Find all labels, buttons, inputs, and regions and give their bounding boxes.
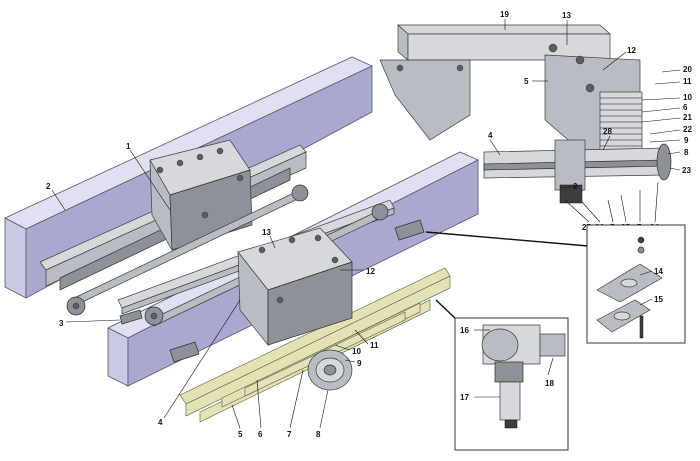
- inset-trunnion: 16 17 18: [435, 299, 569, 451]
- inset-callout-15: 15: [654, 295, 663, 304]
- section-callout-19: 19: [500, 10, 509, 19]
- callout-7: 7: [287, 430, 292, 439]
- rail-pads: [119, 219, 425, 363]
- section-callout-23: 23: [682, 166, 691, 175]
- section-callout-12: 12: [627, 46, 636, 55]
- callout-9: 9: [357, 359, 362, 368]
- callout-6: 6: [258, 430, 263, 439]
- section-callout-21: 21: [683, 113, 692, 122]
- callout-8: 8: [316, 430, 321, 439]
- section-callout-28: 28: [603, 127, 612, 136]
- section-callout-9: 9: [684, 136, 689, 145]
- hub-assembly: [307, 349, 353, 391]
- front-trunnion-body: [237, 227, 353, 346]
- callout-13: 13: [262, 228, 271, 237]
- section-callout-20: 20: [683, 65, 692, 74]
- section-callout-6: 6: [683, 103, 688, 112]
- callout-10: 10: [352, 347, 361, 356]
- callout-2: 2: [46, 182, 51, 191]
- inset-callout-16: 16: [460, 326, 469, 335]
- section-callout-4: 4: [488, 131, 493, 140]
- inset-callout-14: 14: [654, 267, 663, 276]
- section-callout-2: 2: [573, 182, 578, 191]
- section-callout-11: 11: [683, 77, 692, 86]
- section-callout-5: 5: [524, 77, 529, 86]
- callout-4: 4: [158, 418, 163, 427]
- inset-pads: 14 15: [425, 224, 686, 344]
- section-view: [379, 24, 672, 204]
- callout-11: 11: [370, 341, 379, 350]
- callout-12: 12: [366, 267, 375, 276]
- inset-callout-17: 17: [460, 393, 469, 402]
- main-callouts: 1 2 3 4 5 6 7 8 9 10 11 12 13: [46, 142, 379, 439]
- callout-1: 1: [126, 142, 131, 151]
- section-callout-22: 22: [683, 125, 692, 134]
- section-callout-13: 13: [562, 11, 571, 20]
- rear-trunnion-bracket: [149, 139, 253, 251]
- callout-5: 5: [238, 430, 243, 439]
- section-callout-10: 10: [683, 93, 692, 102]
- inset-callout-18: 18: [545, 379, 554, 388]
- callout-3: 3: [59, 319, 64, 328]
- section-callout-8: 8: [684, 148, 689, 157]
